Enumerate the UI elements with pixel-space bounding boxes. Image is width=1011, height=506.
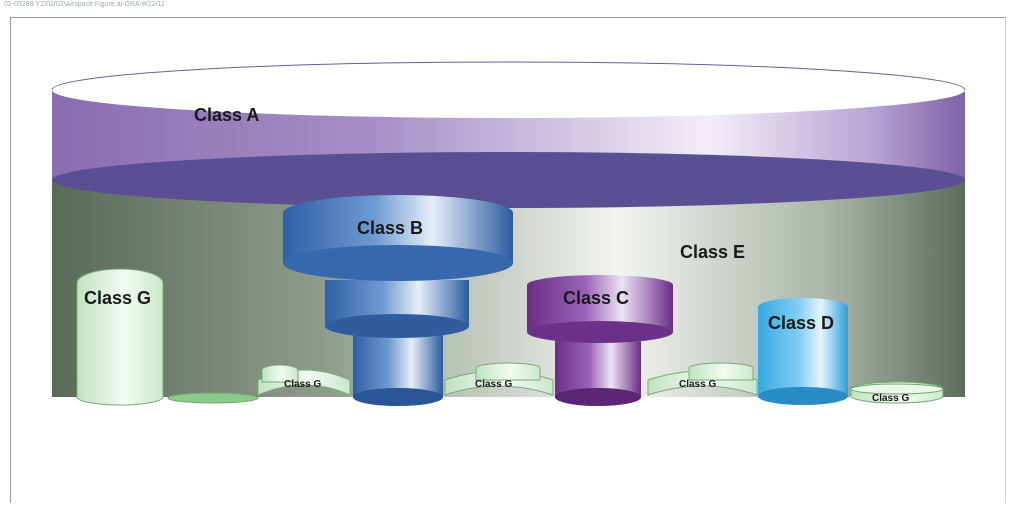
class-e-volume: [52, 180, 965, 397]
class-g-label-1: Class G: [284, 379, 321, 390]
class-c-label: Class C: [563, 288, 629, 308]
class-g-left-volume: [76, 268, 164, 406]
class-g-label-3: Class G: [679, 379, 716, 390]
class-c-volume: [527, 275, 673, 406]
class-a-volume: [51, 61, 966, 208]
class-g-surface-volumes: [167, 362, 944, 404]
class-a-label: Class A: [194, 105, 259, 125]
class-g-label-2: Class G: [475, 379, 512, 390]
class-b-volume: [283, 195, 513, 406]
figure-caption: 02-03288 YZ/02/02\Airspace Figure.ai-GRA…: [4, 1, 165, 8]
class-g-label-4: Class G: [872, 393, 909, 404]
class-e-label: Class E: [680, 242, 745, 262]
class-d-volume: [758, 298, 848, 405]
figure-frame: [10, 17, 1006, 503]
class-g-left-label: Class G: [84, 288, 151, 308]
class-b-label: Class B: [357, 218, 423, 238]
class-d-label: Class D: [768, 313, 834, 333]
